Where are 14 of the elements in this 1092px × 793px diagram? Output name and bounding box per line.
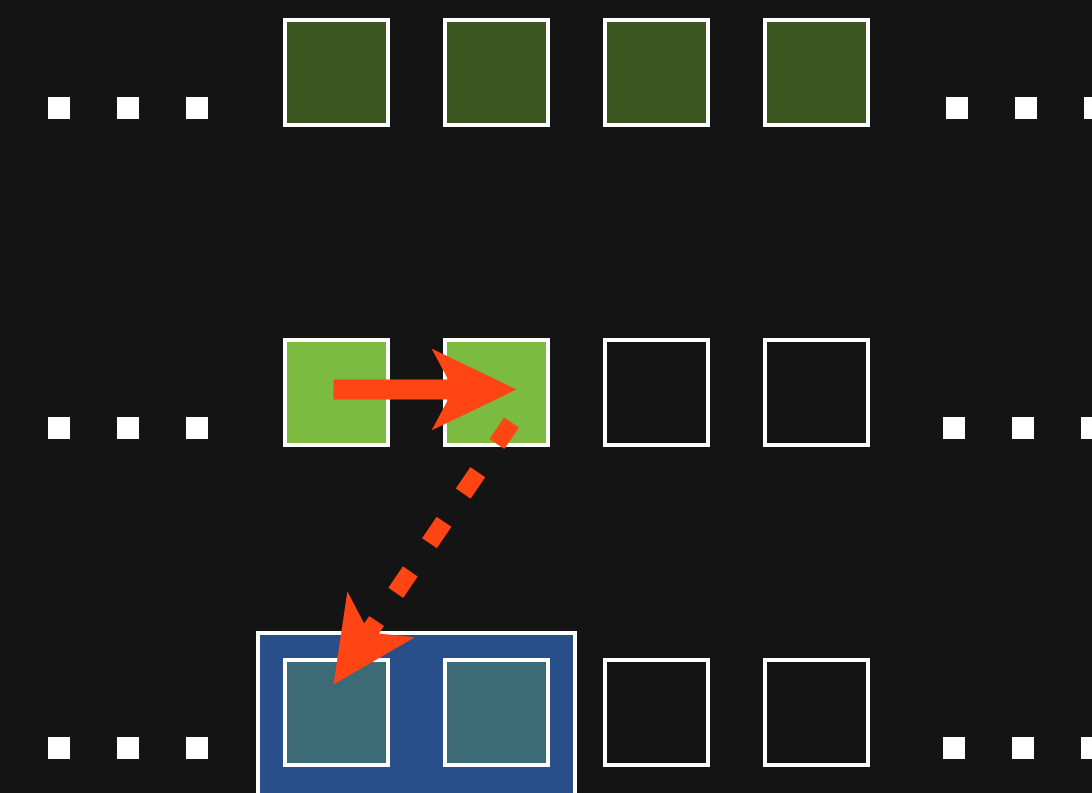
cell-box: [763, 658, 870, 767]
cell-box: [283, 338, 390, 447]
cell-box: [283, 658, 390, 767]
cell-box: [443, 658, 550, 767]
cell-box: [603, 658, 710, 767]
cell-box: [256, 631, 577, 793]
cell-box: [763, 18, 870, 127]
cell-box: [443, 18, 550, 127]
cell-box: [763, 338, 870, 447]
cell-box: [283, 18, 390, 127]
arrow: [333, 348, 517, 431]
cell-box: [603, 338, 710, 447]
arrow: [333, 417, 519, 685]
cell-box: [603, 18, 710, 127]
